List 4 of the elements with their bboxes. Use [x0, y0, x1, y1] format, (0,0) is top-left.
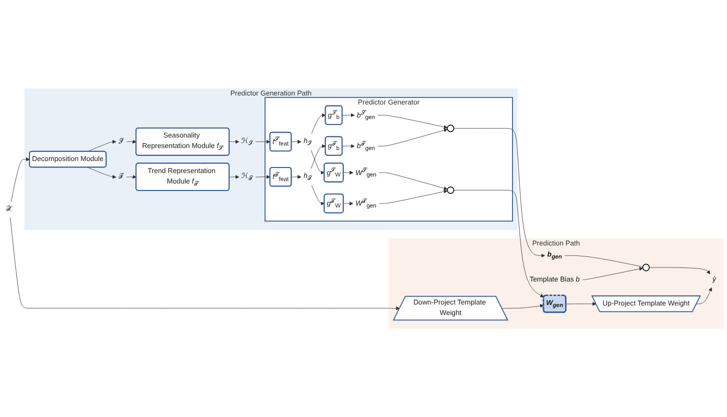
connector	[564, 255, 644, 268]
node-circle	[642, 264, 650, 272]
node-circle	[446, 124, 454, 132]
node-circle	[446, 186, 454, 194]
